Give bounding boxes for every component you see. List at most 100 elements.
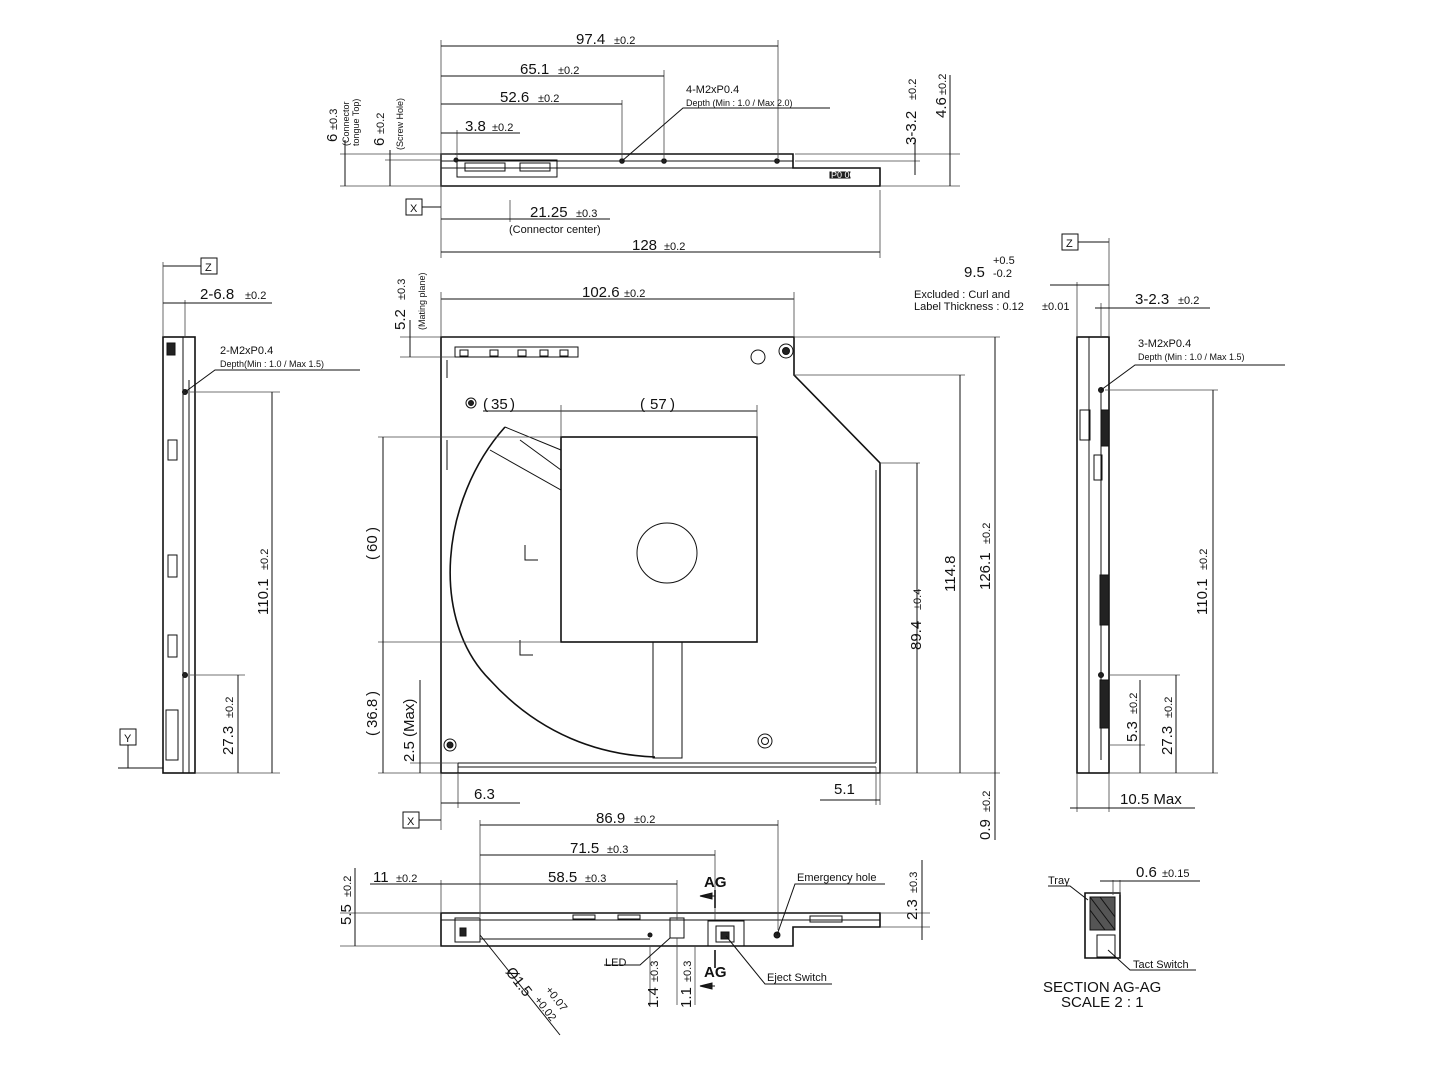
right-side-view: Z 9.5 +0.5 -0.2 Excluded : Curl and Labe… xyxy=(914,233,1285,812)
dim-11-tol: ±0.2 xyxy=(396,873,417,885)
dim-3-32: 3-3.2 xyxy=(903,111,920,145)
dim-1-4-tol: ±0.3 xyxy=(649,961,661,982)
right-dim-9-5-minus: -0.2 xyxy=(993,268,1012,280)
dim-52-6-tol: ±0.2 xyxy=(538,93,559,105)
dim-11: 11 xyxy=(373,869,389,886)
tact-switch-note: Tact Switch xyxy=(1133,959,1189,971)
svg-text:Y: Y xyxy=(124,733,132,745)
dim-89-4: 89.4 xyxy=(908,621,925,650)
svg-text:Z: Z xyxy=(1066,238,1073,250)
top-screw-depth: Depth (Min : 1.0 / Max 2.0) xyxy=(686,98,793,108)
dim-5-5-tol: ±0.2 xyxy=(342,876,354,897)
dim-1-1-tol: ±0.3 xyxy=(682,961,694,982)
dim-58-5: 58.5 xyxy=(548,869,577,886)
section-mark-ag-bottom: AG xyxy=(704,964,727,981)
top-marking-block xyxy=(829,171,851,179)
dim-71-5-tol: ±0.3 xyxy=(607,844,628,856)
dim-6-03: 6 xyxy=(324,134,341,142)
dim-60: 60 xyxy=(364,535,381,552)
dim-3-32-tol: ±0.2 xyxy=(907,79,919,100)
dim-71-5: 71.5 xyxy=(570,840,599,857)
right-dim-5-3: 5.3 xyxy=(1124,721,1141,742)
right-dim-110-1: 110.1 xyxy=(1194,579,1211,615)
section-ag-ag: 0.6 ±0.15 Tray Tact Switch SECTION AG-AG… xyxy=(1043,864,1200,1011)
section-title: SECTION AG-AG xyxy=(1043,979,1161,996)
dim-102-6: 102.6 xyxy=(582,284,620,301)
dim-52-6: 52.6 xyxy=(500,89,529,106)
mating-plane-note: (Mating plane) xyxy=(417,272,427,330)
left-dim-110-1-tol: ±0.2 xyxy=(259,549,271,570)
front-view: 86.9 ±0.2 71.5 ±0.3 58.5 ±0.3 11 ±0.2 5.… xyxy=(338,810,930,1036)
screw-hole-note: (Screw Hole) xyxy=(395,98,405,150)
excluded-note-tol: ±0.01 xyxy=(1042,301,1069,313)
dim-2-68: 2-6.8 xyxy=(200,286,234,303)
left-dim-110-1: 110.1 xyxy=(255,579,272,615)
right-dim-110-1-tol: ±0.2 xyxy=(1198,549,1210,570)
svg-text:(: ( xyxy=(364,731,381,736)
dim-58-5-tol: ±0.3 xyxy=(585,873,606,885)
dim-126-1: 126.1 xyxy=(977,552,994,590)
left-dim-27-3: 27.3 xyxy=(220,726,237,755)
top-view: P0 000 97.4 ±0.2 65.1 ±0.2 52.6 ±0.2 3.8… xyxy=(324,31,960,258)
left-screw-note: 2-M2xP0.4 xyxy=(220,345,273,357)
svg-text:): ) xyxy=(670,396,675,413)
dim-6-03-tol: ±0.3 xyxy=(328,109,340,130)
left-screw-depth: Depth(Min : 1.0 / Max 1.5) xyxy=(220,359,324,369)
dim-4-6: 4.6 xyxy=(933,97,950,118)
left-side-body xyxy=(162,336,196,774)
connector-tongue-note: (Connector xyxy=(341,101,351,146)
svg-text:(: ( xyxy=(364,555,381,560)
section-scale: SCALE 2 : 1 xyxy=(1061,994,1144,1011)
top-marking: P0 000 xyxy=(831,170,860,180)
section-mark-ag-top: AG xyxy=(704,874,727,891)
dim-5-2: 5.2 xyxy=(392,309,409,330)
dim-1-1: 1.1 xyxy=(678,987,695,1008)
top-view-body xyxy=(440,153,881,187)
right-dim-27-3-tol: ±0.2 xyxy=(1163,697,1175,718)
connector-tongue-note-2: tongue Top) xyxy=(351,99,361,146)
right-dim-3-23: 3-2.3 xyxy=(1135,291,1169,308)
dim-5-2-tol: ±0.3 xyxy=(396,279,408,300)
dim-89-4-tol: ±0.4 xyxy=(912,589,924,610)
svg-text:(: ( xyxy=(640,396,645,413)
right-screw-depth: Depth (Min : 1.0 / Max 1.5) xyxy=(1138,352,1245,362)
led-note: LED xyxy=(605,957,626,969)
dim-128: 128 xyxy=(632,237,657,254)
dim-dia-1-5: Ø1.5 xyxy=(502,964,535,1000)
svg-text:): ) xyxy=(364,691,381,696)
right-dim-10-5: 10.5 Max xyxy=(1120,791,1182,808)
svg-text:X: X xyxy=(407,816,415,828)
front-view-body xyxy=(440,912,881,947)
right-dim-3-23-tol: ±0.2 xyxy=(1178,295,1199,307)
excluded-note-1: Excluded : Curl and xyxy=(914,289,1010,301)
right-dim-27-3: 27.3 xyxy=(1159,726,1176,755)
dim-2-5-max: 2.5 (Max) xyxy=(401,699,418,762)
right-side-body xyxy=(1076,336,1110,774)
left-dim-27-3-tol: ±0.2 xyxy=(224,697,236,718)
top-screw-note: 4-M2xP0.4 xyxy=(686,84,739,96)
dim-86-9-tol: ±0.2 xyxy=(634,814,655,826)
eject-switch-note: Eject Switch xyxy=(767,972,827,984)
dim-21-25: 21.25 xyxy=(530,204,568,221)
svg-text:): ) xyxy=(510,396,515,413)
dim-2-3: 2.3 xyxy=(904,899,921,920)
dim-126-1-tol: ±0.2 xyxy=(981,523,993,544)
dim-5-1: 5.1 xyxy=(834,781,855,798)
dim-4-6-tol: ±0.2 xyxy=(937,74,949,95)
dim-6-02: 6 xyxy=(371,138,388,146)
svg-text:Z: Z xyxy=(205,262,212,274)
dim-65-1: 65.1 xyxy=(520,61,549,78)
dim-65-1-tol: ±0.2 xyxy=(558,65,579,77)
spindle-circle xyxy=(636,522,698,584)
dim-21-25-tol: ±0.3 xyxy=(576,208,597,220)
emergency-hole-note: Emergency hole xyxy=(797,872,877,884)
connector-center-note: (Connector center) xyxy=(509,224,601,236)
dim-0-9-tol: ±0.2 xyxy=(981,791,993,812)
dim-6-02-tol: ±0.2 xyxy=(375,113,387,134)
right-screw-note: 3-M2xP0.4 xyxy=(1138,338,1191,350)
right-dim-9-5: 9.5 xyxy=(964,264,985,281)
dim-86-9: 86.9 xyxy=(596,810,625,827)
dim-6-3: 6.3 xyxy=(474,786,495,803)
section-dim-0-6: 0.6 xyxy=(1136,864,1157,881)
dim-3-8: 3.8 xyxy=(465,118,486,135)
